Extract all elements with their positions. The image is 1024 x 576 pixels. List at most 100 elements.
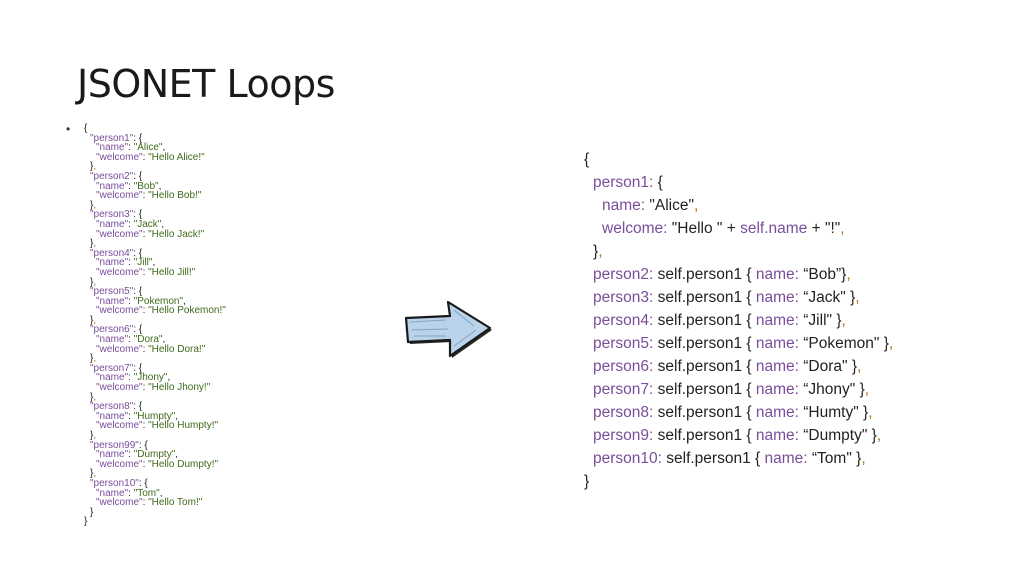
comma: , (159, 487, 163, 499)
json-name-key: "name" (96, 180, 129, 192)
json-close-line: }, (84, 162, 226, 172)
jsonnet-open-brace: { (584, 148, 893, 171)
comma: , (93, 314, 97, 326)
json-name-line: "name": "Dora", (84, 335, 226, 345)
comma: , (161, 218, 165, 230)
json-close-brace: } (84, 517, 226, 527)
close-brace: } (90, 199, 94, 211)
brace: { (584, 151, 590, 168)
json-welcome-key: "welcome" (96, 343, 143, 355)
json-person-key: "person7" (90, 362, 134, 374)
json-welcome-line: "welcome": "Hello Jill!" (84, 266, 226, 278)
person1-close-line: }, (584, 240, 893, 263)
colon: : (142, 190, 149, 202)
json-welcome-value: "Hello Alice!" (148, 151, 205, 163)
override-line: person3: self.person1 { name: “Jack" }, (584, 286, 893, 309)
override-line: person9: self.person1 { name: “Dumpty" }… (584, 424, 893, 447)
json-name-key: "name" (96, 449, 129, 461)
close-brace: } (90, 506, 94, 518)
welcome-prefix: "Hello " + (667, 220, 741, 237)
override-name-value: “Humty" } (798, 404, 869, 421)
json-welcome-value: "Hello Jhony!" (148, 382, 211, 394)
close-brace: } (90, 391, 94, 403)
json-close-line: }, (84, 354, 226, 364)
json-person-key-line: "person5": { (84, 287, 226, 297)
json-name-key: "name" (96, 334, 129, 346)
brace: } (584, 473, 590, 490)
comma: , (598, 243, 603, 260)
comma: , (162, 334, 166, 346)
self-name-ref: self.name (740, 220, 808, 237)
right-jsonnet-block: {person1: {name: "Alice",welcome: "Hello… (584, 148, 893, 493)
comma: , (93, 468, 97, 480)
json-name-line: "name": "Bob", (84, 180, 226, 192)
json-person-key-line: "person1": { (84, 132, 226, 144)
json-welcome-line: "welcome": "Hello Tom!" (84, 498, 226, 508)
json-close-line: }, (84, 199, 226, 211)
json-name-value: "Dumpty" (133, 449, 176, 461)
json-name-value: "Jack" (133, 218, 162, 230)
json-name-key: "name" (96, 257, 129, 269)
comma: , (158, 180, 162, 192)
json-welcome-value: "Hello Bob!" (148, 190, 202, 202)
colon: : (128, 180, 134, 192)
bullet-marker: • (66, 122, 71, 136)
json-person-key: "person5" (90, 286, 134, 298)
colon: : (128, 334, 134, 346)
json-welcome-key: "welcome" (96, 151, 143, 163)
json-person-key-line: "person8": { (84, 402, 226, 412)
override-name-key: name: (755, 404, 799, 421)
json-close-line: }, (84, 391, 226, 403)
colon: : (128, 410, 134, 422)
override-name-value: “Dora" } (798, 358, 858, 375)
override-name-key: name: (755, 289, 799, 306)
override-name-value: “Jill" } (798, 312, 842, 329)
json-welcome-value: "Hello Jill!" (148, 266, 196, 278)
json-welcome-value: "Hello Jack!" (148, 228, 205, 240)
json-name-value: "Pokemon" (133, 295, 184, 307)
json-name-value: "Tom" (133, 487, 160, 499)
person1-key: person1: (593, 174, 654, 191)
comma: , (864, 381, 870, 398)
override-key: person7: (593, 381, 654, 398)
override-base: self.person1 { (653, 312, 756, 329)
colon-brace: : { (133, 170, 143, 182)
colon: : (142, 228, 149, 240)
override-line: person2: self.person1 { name: “Bob”}, (584, 263, 893, 286)
colon: : (128, 257, 134, 269)
colon-brace: : { (133, 286, 143, 298)
comma: , (93, 353, 97, 365)
close-brace: } (90, 430, 94, 441)
json-welcome-key: "welcome" (96, 458, 143, 470)
override-line: person7: self.person1 { name: “Jhony" }, (584, 378, 893, 401)
json-welcome-key: "welcome" (96, 382, 143, 394)
override-base: self.person1 { (653, 266, 756, 283)
override-name-key: name: (755, 427, 799, 444)
override-name-value: “Pokemon" } (798, 335, 889, 352)
comma: , (841, 312, 846, 329)
override-name-value: “Dumpty" } (798, 427, 877, 444)
comma: , (183, 295, 186, 307)
colon-brace: : { (133, 132, 143, 144)
override-name-value: “Tom" } (807, 450, 862, 467)
json-name-value: "Jhony" (133, 372, 168, 384)
json-welcome-key: "welcome" (96, 420, 143, 432)
override-name-key: name: (755, 358, 799, 375)
json-name-key: "name" (96, 218, 129, 230)
override-base: self.person1 { (653, 358, 756, 375)
comma: , (93, 391, 97, 403)
colon: : (128, 449, 134, 461)
brace: { (84, 123, 88, 134)
comma: , (175, 449, 179, 461)
json-name-key: "name" (96, 410, 129, 422)
override-name-value: “Jack" } (798, 289, 856, 306)
json-person-key: "person10" (90, 477, 139, 489)
json-welcome-line: "welcome": "Hello Dora!" (84, 343, 226, 355)
json-name-key: "name" (96, 295, 129, 307)
colon: : (128, 487, 134, 499)
override-line: person8: self.person1 { name: “Humty" }, (584, 401, 893, 424)
json-person-key: "person99" (90, 439, 139, 451)
json-welcome-key: "welcome" (96, 305, 143, 317)
json-welcome-line: "welcome": "Hello Humpty!" (84, 421, 226, 431)
override-base: self.person1 { (653, 381, 756, 398)
